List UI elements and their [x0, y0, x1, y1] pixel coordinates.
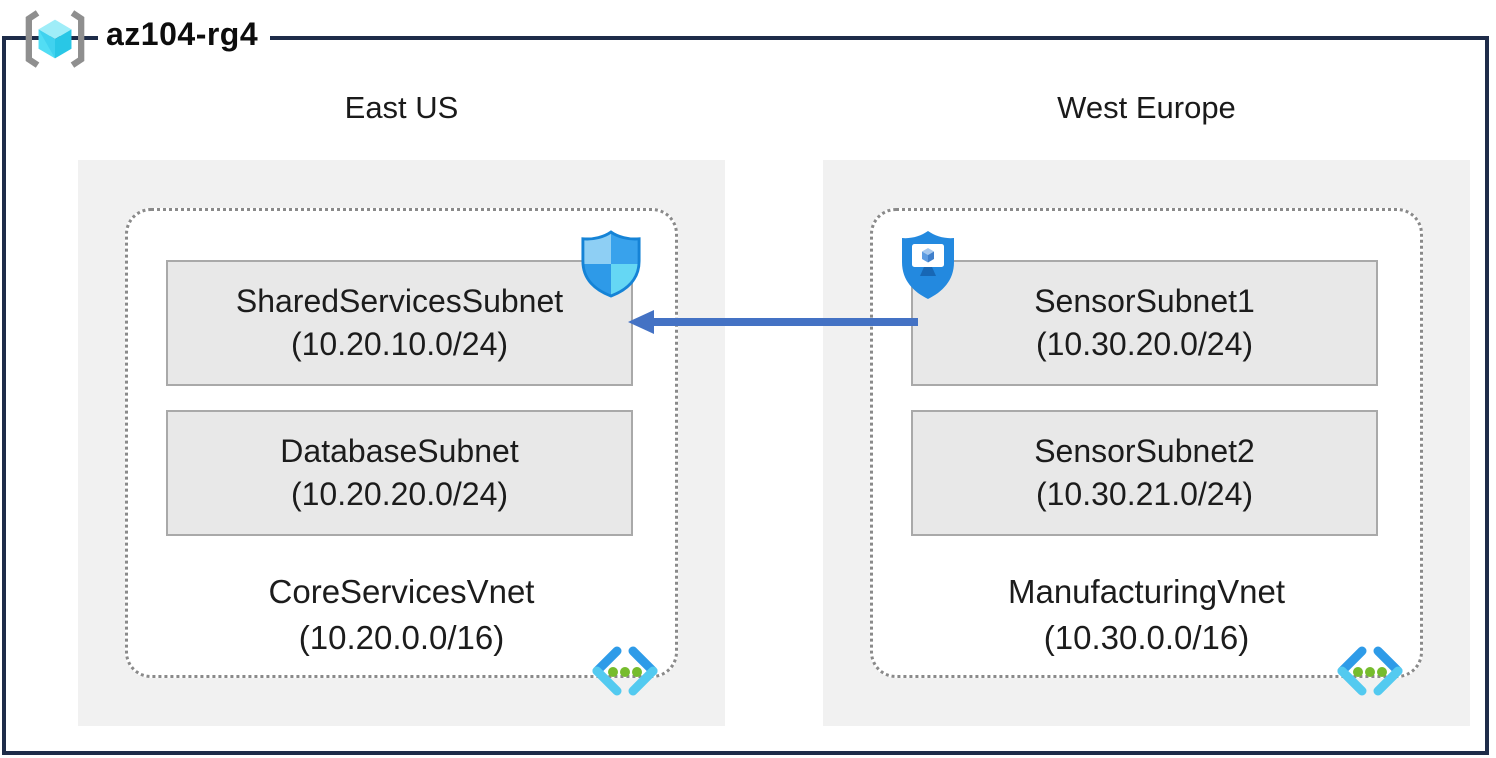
region-label-east-us: East US: [344, 90, 459, 125]
vnet-name: ManufacturingVnet: [1007, 573, 1285, 610]
vnet-label-manufacturing: ManufacturingVnet (10.30.0.0/16): [873, 569, 1420, 660]
subnet-name: SensorSubnet1: [1034, 283, 1255, 320]
subnet-name: SharedServicesSubnet: [235, 283, 564, 320]
subnet-name: SensorSubnet2: [1034, 433, 1255, 470]
subnet-cidr: (10.30.21.0/24): [1035, 476, 1254, 512]
virtual-network-chevrons-icon: [1337, 646, 1403, 696]
security-shield-icon: [581, 230, 641, 298]
resource-group-title: az104-rg4: [98, 16, 271, 53]
subnet-cidr: (10.20.20.0/24): [290, 476, 509, 512]
subnet-box-sensorsubnet1: SensorSubnet1 (10.30.20.0/24): [911, 260, 1378, 386]
shield-monitor-icon: [902, 231, 954, 299]
region-label-west-europe: West Europe: [1057, 90, 1236, 125]
subnet-box-sharedservices: SharedServicesSubnet (10.20.10.0/24): [166, 260, 633, 386]
resource-group-icon: [25, 10, 85, 68]
subnet-box-sensorsubnet2: SensorSubnet2 (10.30.21.0/24): [911, 410, 1378, 536]
vnet-peering-arrow: [628, 310, 918, 334]
resource-group-boundary: [2, 36, 1489, 755]
vnet-container-coreservices: SharedServicesSubnet (10.20.10.0/24) Dat…: [125, 208, 678, 696]
vnet-container-manufacturing: SensorSubnet1 (10.30.20.0/24) SensorSubn…: [870, 208, 1423, 696]
vnet-name: CoreServicesVnet: [268, 573, 535, 610]
region-box-west-europe: SensorSubnet1 (10.30.20.0/24) SensorSubn…: [823, 160, 1470, 726]
subnet-cidr: (10.30.20.0/24): [1035, 326, 1254, 362]
vnet-label-coreservices: CoreServicesVnet (10.20.0.0/16): [128, 569, 675, 660]
subnet-box-database: DatabaseSubnet (10.20.20.0/24): [166, 410, 633, 536]
vnet-cidr: (10.20.0.0/16): [298, 618, 505, 656]
subnet-cidr: (10.20.10.0/24): [290, 326, 509, 362]
virtual-network-chevrons-icon: [592, 646, 658, 696]
vnet-cidr: (10.30.0.0/16): [1043, 618, 1250, 656]
subnet-name: DatabaseSubnet: [280, 433, 519, 470]
